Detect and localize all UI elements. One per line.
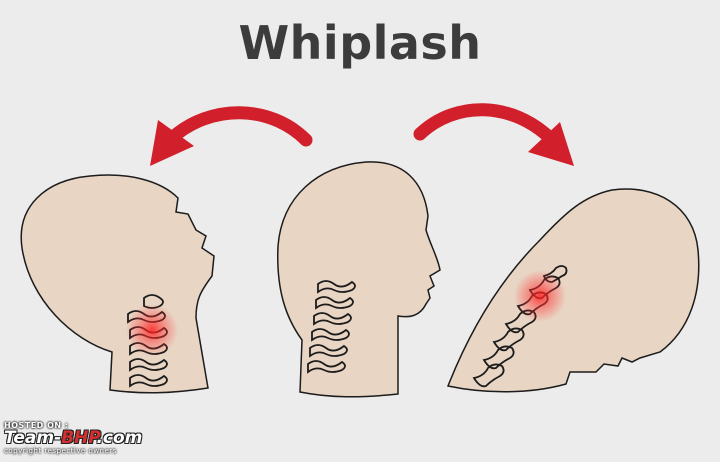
head-neutral (276, 161, 441, 398)
watermark-hosted-label: HOSTED ON : (4, 421, 69, 430)
pain-marker-left (126, 304, 178, 356)
head-tilted-back (20, 174, 215, 394)
arrow-backward (150, 106, 313, 166)
watermark-copyright: copyright respective owners (4, 447, 117, 455)
watermark-brand-accent: BHP (61, 428, 97, 448)
arrow-forward (413, 103, 574, 166)
watermark-brand-suffix: .com (96, 428, 143, 448)
watermark-brand-prefix: Team- (4, 428, 62, 448)
watermark-brand: Team-BHP.com (4, 430, 204, 447)
head-bent-forward (446, 188, 700, 393)
spine-neutral (307, 280, 356, 374)
watermark: HOSTED ON : Team-BHP.com copyright respe… (4, 421, 204, 455)
pain-marker-right (514, 270, 566, 322)
page-title: Whiplash (238, 16, 482, 70)
